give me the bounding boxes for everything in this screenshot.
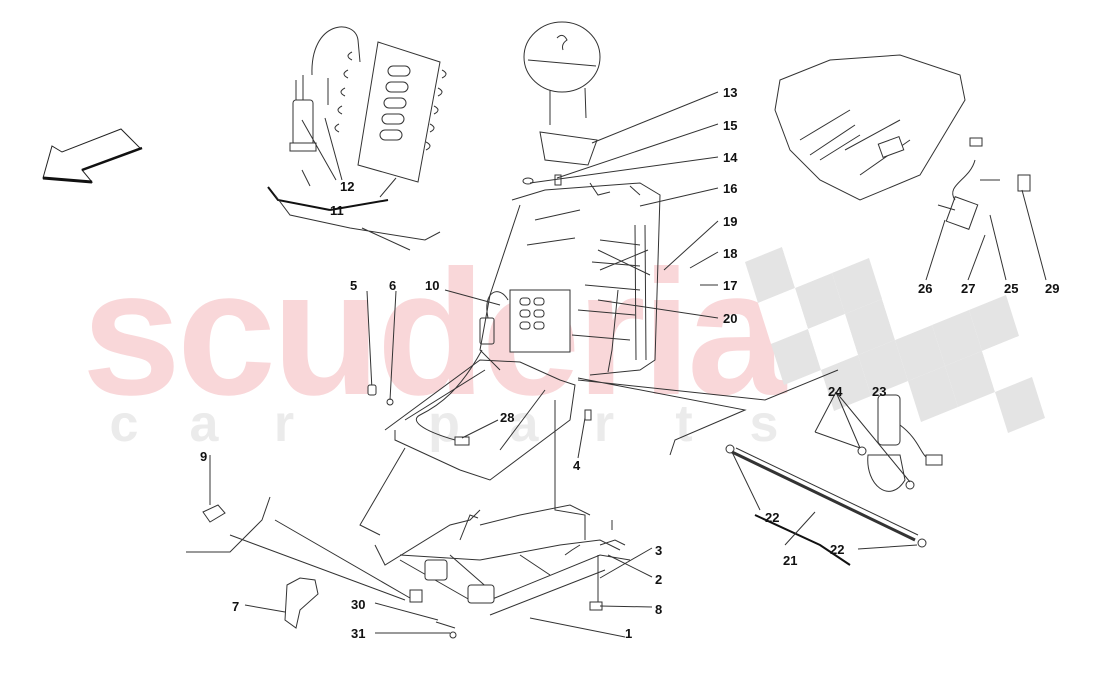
seat-base-frame (374, 504, 631, 616)
callout-27[interactable]: 27 (961, 281, 976, 296)
watermark-brand: scuderia (82, 233, 786, 432)
lumbar-pad (334, 41, 447, 183)
part-drawings (186, 21, 1047, 639)
callout-17[interactable]: 17 (723, 278, 738, 293)
callout-6[interactable]: 6 (389, 278, 397, 293)
callout-29[interactable]: 29 (1045, 281, 1060, 296)
callout-25[interactable]: 25 (1004, 281, 1019, 296)
callout-1[interactable]: 1 (625, 626, 633, 641)
callout-12[interactable]: 12 (340, 179, 355, 194)
installed-lumbar-assembly (479, 289, 571, 353)
callout-20[interactable]: 20 (723, 311, 738, 326)
callout-14[interactable]: 14 (723, 150, 738, 165)
callout-19[interactable]: 19 (723, 214, 738, 229)
callout-31[interactable]: 31 (351, 626, 366, 641)
callout-18[interactable]: 18 (723, 246, 738, 261)
watermark-letter: t (675, 395, 693, 453)
callout-26[interactable]: 26 (918, 281, 933, 296)
front-of-vehicle-arrow-icon (42, 128, 143, 184)
callout-22-right[interactable]: 22 (830, 542, 845, 557)
watermark-letter: c (109, 395, 139, 453)
watermark-letter: r (593, 395, 615, 453)
watermark-letter: a (189, 395, 219, 453)
callout-21[interactable]: 21 (783, 553, 798, 568)
callout-30[interactable]: 30 (351, 597, 366, 612)
callout-8[interactable]: 8 (655, 602, 663, 617)
recline-shaft (725, 444, 927, 548)
control-unit (937, 137, 1031, 230)
watermark-letter: r (273, 395, 295, 453)
backrest-frame (479, 182, 661, 376)
callout-24[interactable]: 24 (828, 384, 843, 399)
watermark-letter: a (509, 395, 539, 453)
callout-15[interactable]: 15 (723, 118, 738, 133)
watermark-letter: s (749, 395, 779, 453)
callout-4[interactable]: 4 (573, 458, 581, 473)
callout-7[interactable]: 7 (232, 599, 240, 614)
lumbar-pump-assembly (289, 26, 361, 152)
callout-13[interactable]: 13 (723, 85, 738, 100)
checkered-flag-watermark (745, 232, 1045, 433)
callout-23[interactable]: 23 (872, 384, 887, 399)
callout-22-left[interactable]: 22 (765, 510, 780, 525)
callout-11[interactable]: 11 (330, 203, 344, 218)
seat-cushion (774, 54, 966, 201)
callout-5[interactable]: 5 (350, 278, 358, 293)
callout-2[interactable]: 2 (655, 572, 663, 587)
callout-10[interactable]: 10 (425, 278, 440, 293)
callout-28[interactable]: 28 (500, 410, 515, 425)
callout-16[interactable]: 16 (723, 181, 738, 196)
callout-9[interactable]: 9 (200, 449, 208, 464)
headrest (523, 21, 601, 166)
seat-cushion-frame (384, 349, 576, 481)
callout-3[interactable]: 3 (655, 543, 663, 558)
